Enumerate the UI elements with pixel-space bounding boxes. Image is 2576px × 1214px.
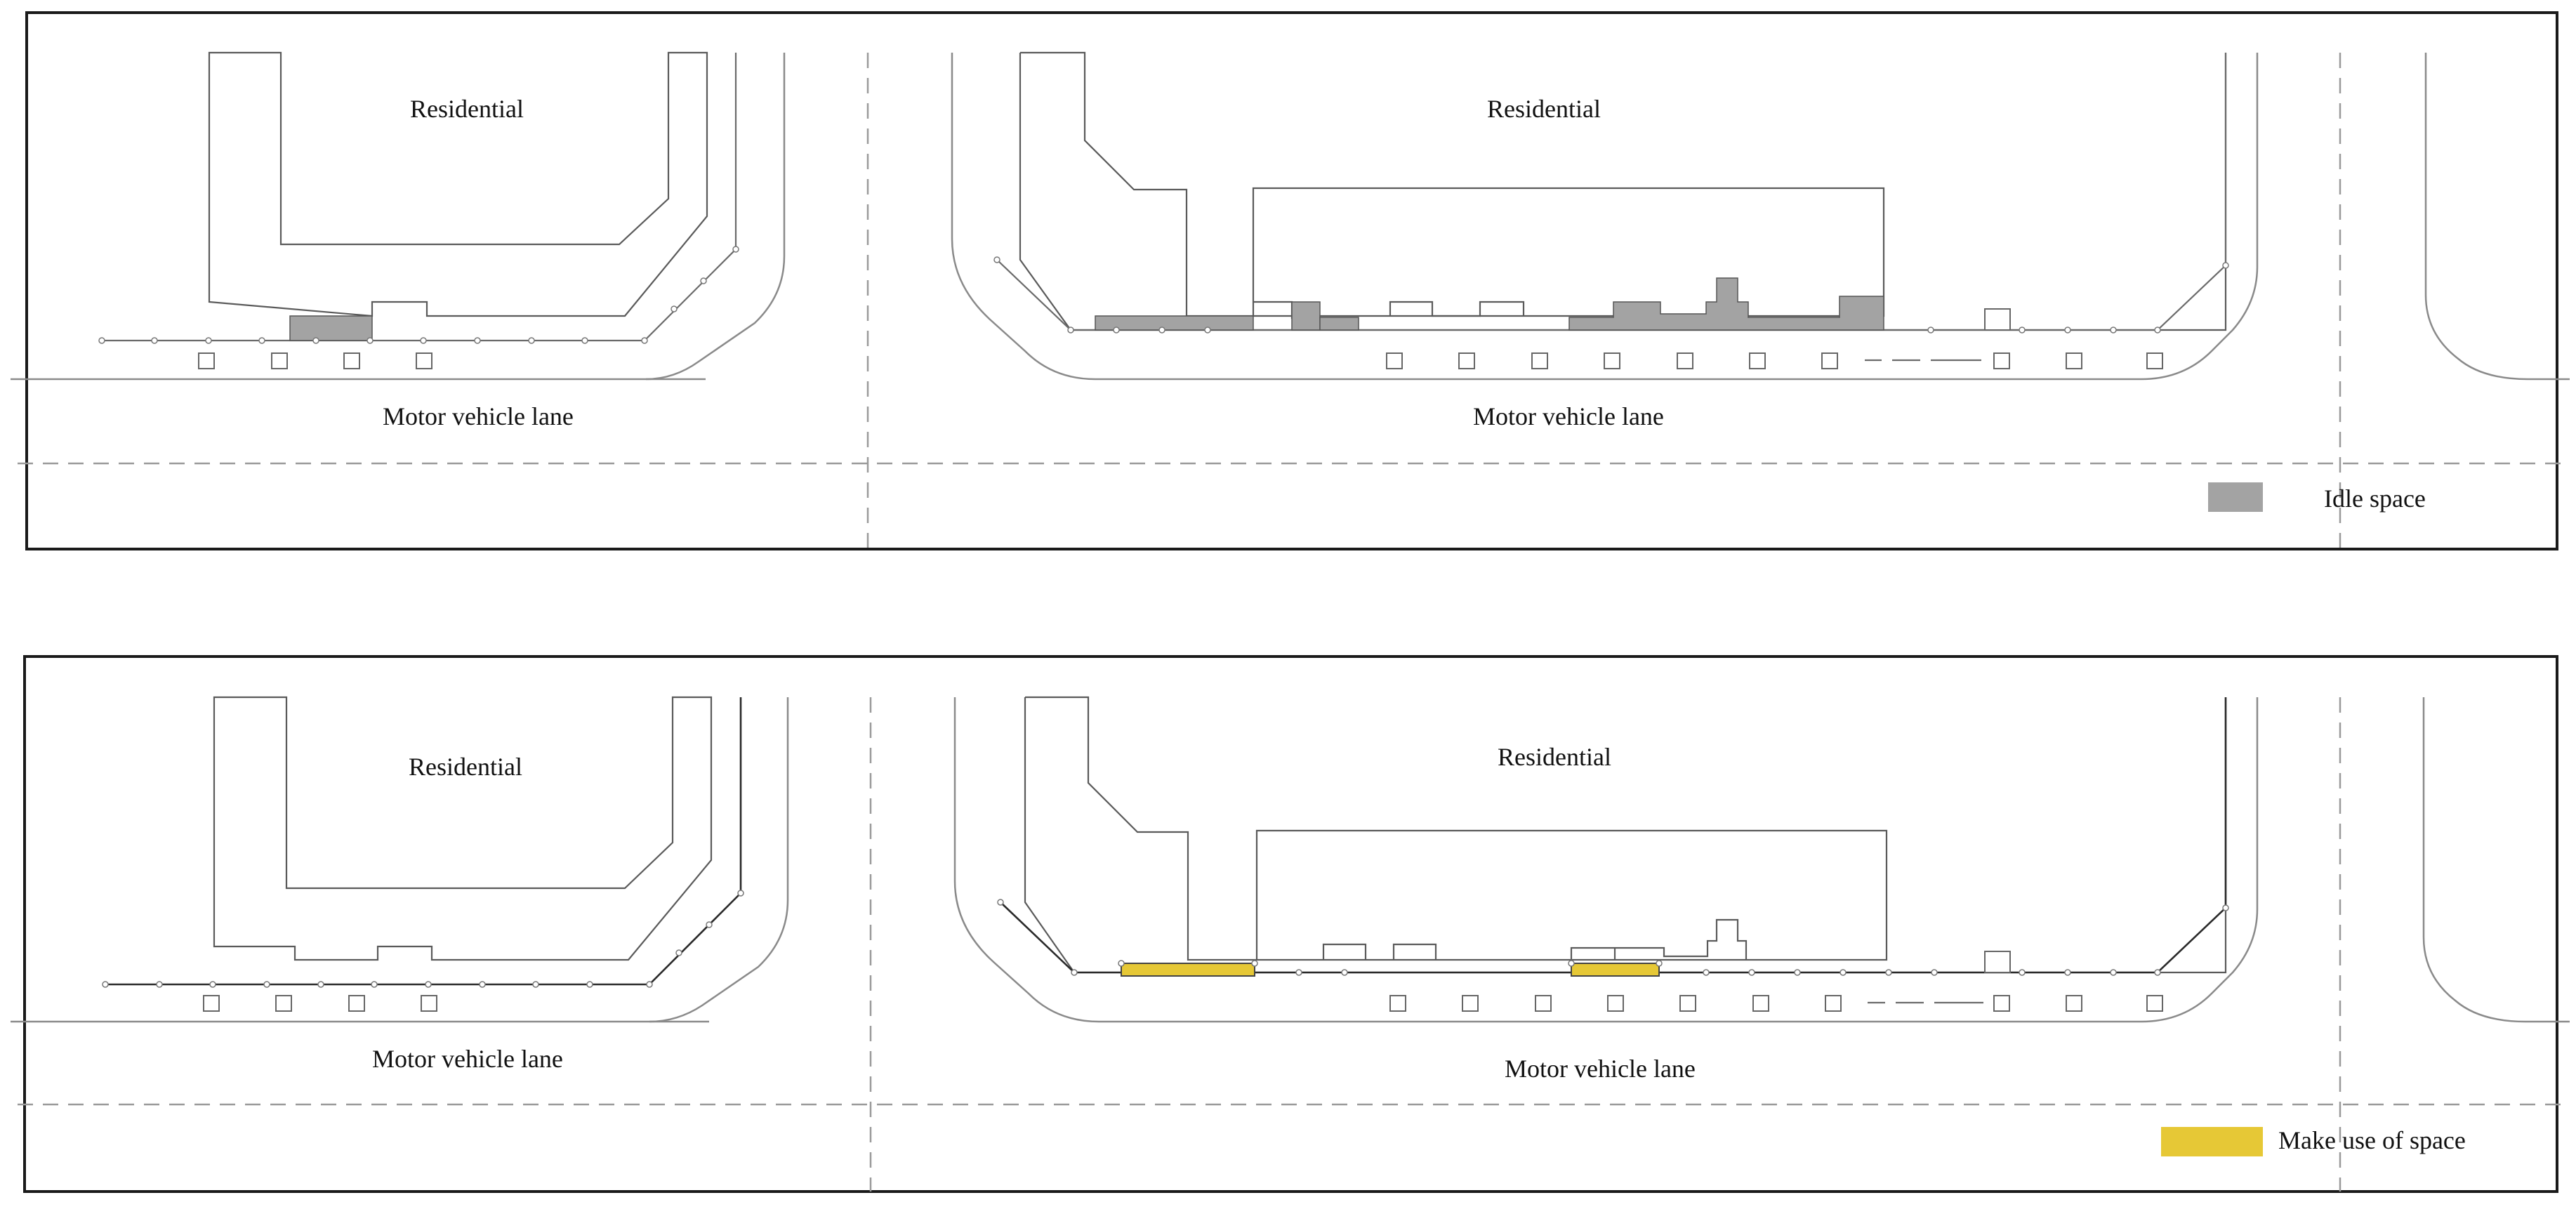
idle-space-right-4	[1568, 277, 1884, 331]
right-sidewalk-rail-top	[996, 53, 2227, 331]
tree-pits-bottom	[203, 995, 2163, 1012]
right-block-curb-top	[951, 53, 2259, 381]
idle-space-right-1	[1095, 315, 1254, 331]
panel-bottom-frame	[23, 655, 2558, 1193]
left-block-curb-top	[645, 53, 786, 381]
left-sidewalk-rail-bottom	[105, 697, 742, 986]
rail-posts-bottom	[102, 890, 2229, 988]
label-residential-top-left: Residential	[410, 95, 524, 123]
idle-space-right-2	[1291, 301, 1321, 331]
idle-space-right-3	[1319, 317, 1359, 331]
far-right-curb-bottom	[2422, 697, 2570, 1023]
left-building-bottom	[213, 696, 713, 961]
label-motor-lane-top-left: Motor vehicle lane	[383, 402, 574, 430]
right-building-top	[1019, 51, 2227, 331]
panel-bottom: Residential Residential Motor vehicle la…	[11, 655, 2570, 1193]
panel-top-frame	[25, 11, 2558, 550]
make-use-space-2	[1571, 963, 1660, 977]
label-residential-bottom-right: Residential	[1498, 743, 1611, 771]
rail-posts-top	[98, 246, 2229, 344]
utility-box-bottom	[1984, 951, 2011, 973]
make-use-space-1	[1121, 963, 1255, 977]
left-building-top	[208, 51, 708, 317]
right-block-curb-bottom	[953, 697, 2259, 1023]
left-block-curb-bottom	[649, 697, 789, 1023]
tree-pits-top	[198, 352, 2163, 369]
legend-label-idle: Idle space	[2324, 484, 2426, 513]
panel-top: Residential Residential Motor vehicle la…	[11, 11, 2570, 550]
idle-space-left-1	[289, 315, 373, 341]
right-building-bottom	[1024, 696, 2227, 974]
label-residential-bottom-left: Residential	[409, 753, 522, 781]
far-right-curb-top	[2424, 53, 2570, 381]
legend-swatch-idle	[2208, 482, 2263, 512]
legend-swatch-make-use	[2161, 1127, 2263, 1156]
label-motor-lane-bottom-left: Motor vehicle lane	[372, 1045, 563, 1073]
right-sidewalk-rail-bottom	[1000, 697, 2227, 974]
frontage-detail-bottom	[1322, 918, 1748, 960]
utility-box-top	[1984, 308, 2011, 331]
legend-label-make-use: Make use of space	[2278, 1126, 2466, 1154]
label-motor-lane-top-right: Motor vehicle lane	[1473, 402, 1664, 430]
label-motor-lane-bottom-right: Motor vehicle lane	[1505, 1055, 1696, 1083]
label-residential-top-right: Residential	[1487, 95, 1601, 123]
